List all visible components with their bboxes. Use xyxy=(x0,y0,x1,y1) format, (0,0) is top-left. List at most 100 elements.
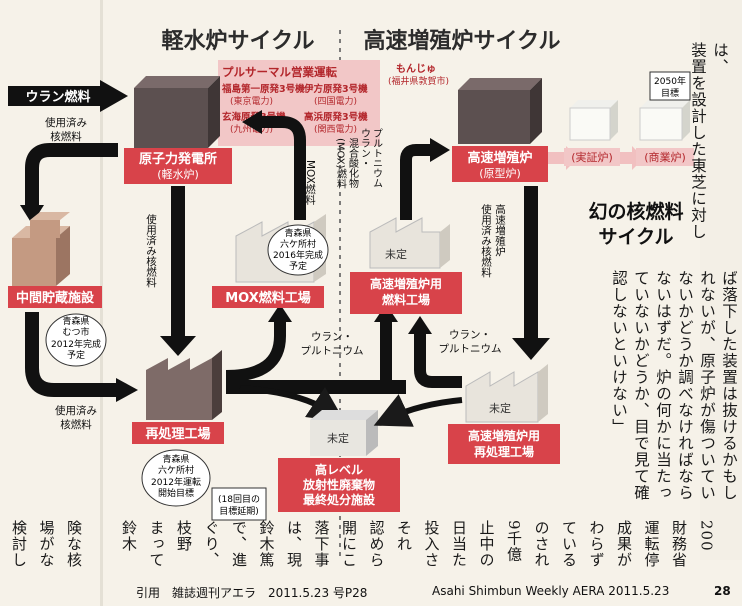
arrow-storage-to-reprocess xyxy=(25,312,116,397)
arrow-fbr-to-fbr-reprocess xyxy=(524,186,538,338)
rokkasho-reprocess-note: 青森県 六ケ所村 2012年運転 開始目標 xyxy=(141,449,211,507)
spent-fuel-label-3b: 核燃料 xyxy=(60,418,92,431)
article-bottom-col: 枝野 xyxy=(175,520,193,552)
article-bottom-col: ぐり、 xyxy=(202,520,221,568)
commercial-reactor-building xyxy=(639,100,690,141)
diagram-title: 幻の核燃料 xyxy=(588,200,683,223)
arrow-reprocess-to-mox xyxy=(225,322,286,382)
commercial-label: (商業炉) xyxy=(644,150,686,164)
demo-box xyxy=(564,148,620,166)
spent-fuel-label-1b: 核燃料 xyxy=(50,130,82,143)
fbr-reprocess-label: 再処理工場 xyxy=(474,444,534,459)
demo-reactor-building xyxy=(569,100,618,141)
note-line: 青森県 xyxy=(162,453,189,465)
fbr-spent-label: 高速増殖炉 xyxy=(494,203,506,257)
fbr-reprocess-undecided: 未定 xyxy=(489,401,511,415)
article-col-3: ないかどうか調べなければなら xyxy=(676,270,694,501)
note-line: 2012年運転 xyxy=(151,476,201,488)
monju-sublabel: (福井県敦賀市) xyxy=(388,75,449,87)
arrow-fbr-fuel-to-fbr xyxy=(400,144,430,220)
npp-box xyxy=(124,148,232,184)
fbr-building xyxy=(458,78,542,144)
arrow-npp-to-storage xyxy=(25,143,118,205)
note-line: 予定 xyxy=(289,260,307,272)
interim-storage-label: 中間貯蔵施設 xyxy=(16,290,95,306)
hlw-building: 未定 xyxy=(310,410,378,456)
magazine-source: Asahi Shimbun Weekly AERA 2011.5.23 xyxy=(432,584,670,598)
note-line: 2012年完成 xyxy=(51,338,101,350)
demo-label: (実証炉) xyxy=(571,150,613,164)
note-line: 六ケ所村 xyxy=(280,238,316,250)
article-bottom-col: のされ xyxy=(532,520,551,568)
article-bottom-col: 落下事 xyxy=(312,520,331,568)
uranium-fuel-bar xyxy=(8,86,100,106)
article-column-top-2: 装置を設計した東芝に対し xyxy=(689,42,707,240)
note-line: 予定 xyxy=(67,349,85,361)
note-line: 青森県 xyxy=(284,227,311,239)
fbr-box xyxy=(452,146,548,182)
reprocessing-plant-building xyxy=(146,350,222,420)
fbr-spent-label: 使用済み核燃料 xyxy=(480,203,492,278)
fbr-reprocess-box xyxy=(448,424,560,464)
target-2050-note: 2050年 目標 xyxy=(649,71,691,101)
header-fast-breeder: 高速増殖炉サイクル xyxy=(364,28,561,54)
fbr-fuel-label: 高速増殖炉用 xyxy=(370,276,442,291)
commercial-box xyxy=(636,148,694,166)
article-bottom-col: 鈴木 xyxy=(120,520,138,552)
pluthermal-item: 福島第一原発3号機 xyxy=(221,83,305,95)
fbr-label: 高速増殖炉 xyxy=(467,150,532,166)
note-line: 2016年完成 xyxy=(273,249,323,261)
u-pu-label-1b: プルトニウム xyxy=(301,345,364,357)
article-bottom-col: 認めら xyxy=(367,520,386,568)
article-bottom-col: 開にこ xyxy=(340,520,358,568)
article-bottom-col: 場がな xyxy=(37,520,56,568)
arrow-mox-to-npp xyxy=(262,116,306,220)
arrow-reprocess-to-hlw xyxy=(239,385,345,422)
note-line: 青森県 xyxy=(62,315,89,327)
hlw-label: 最終処分施設 xyxy=(303,492,376,507)
fbr-reprocess-building: 未定 xyxy=(465,364,548,423)
mutsu-note: 青森県 むつ市 2012年完成 予定 xyxy=(45,313,107,367)
article-bottom-col: 9千億 xyxy=(505,520,523,563)
pluthermal-title: プルサーマル営業運転 xyxy=(222,65,337,79)
npp-label: 原子力発電所 xyxy=(139,151,217,167)
article-bottom-col: 険な核 xyxy=(65,520,83,568)
fbr-reprocess-label: 高速増殖炉用 xyxy=(468,428,540,443)
u-pu-label-2: ウラン・ xyxy=(449,329,491,341)
article-bottom-col: 運転停 xyxy=(642,520,661,568)
uranium-fuel-label: ウラン燃料 xyxy=(25,89,90,105)
fbr-fuel-undecided: 未定 xyxy=(385,247,407,261)
hlw-label: 高レベル xyxy=(315,462,363,477)
pluthermal-item: 高浜原発3号機 xyxy=(304,111,368,123)
mox-factory-box xyxy=(212,286,324,308)
spent-fuel-label-3: 使用済み xyxy=(55,404,97,417)
article-bottom-col: 鈴木篤 xyxy=(257,520,276,568)
mixed-oxide-label: 混合酸化物 xyxy=(347,138,359,189)
article-bottom-col: 日当た xyxy=(450,520,468,568)
article-bottom-col: 成果が xyxy=(615,520,633,568)
article-bottom-col: 止中の xyxy=(477,520,496,568)
article-bottom-col: で、進 xyxy=(230,520,248,568)
mox-factory-label: MOX燃料工場 xyxy=(225,290,311,306)
mox-fuel-label: MOX燃料 xyxy=(304,160,316,206)
article-bottom-col: 200 xyxy=(697,520,716,552)
arrow-fbr-reprocess-to-hlw xyxy=(373,394,463,427)
npp-sublabel: (軽水炉) xyxy=(157,168,199,181)
spent-fuel-label-1: 使用済み xyxy=(45,116,87,129)
fbr-fuel-label: 燃料工場 xyxy=(382,292,430,307)
fbr-fuel-factory-building: 未定 xyxy=(369,217,450,269)
interim-storage-box xyxy=(8,286,102,308)
page-number: 28 xyxy=(714,584,731,598)
hlw-box xyxy=(278,458,400,512)
mixed-oxide-label: プルトニウム xyxy=(371,128,383,188)
pluthermal-item: 伊方原発3号機 xyxy=(303,83,368,95)
fbr-sublabel: (原型炉) xyxy=(479,166,521,180)
article-col-2: れないが、原子炉が傷ついてい xyxy=(698,270,716,501)
delay-note: (18回目の 目標延期) xyxy=(211,487,267,521)
u-pu-label-1: ウラン・ xyxy=(311,331,353,343)
note-line: (18回目の xyxy=(218,494,260,505)
interim-storage-building xyxy=(12,212,70,286)
pluthermal-item: (関西電力) xyxy=(314,123,357,135)
note-line: 目標 xyxy=(661,87,679,99)
